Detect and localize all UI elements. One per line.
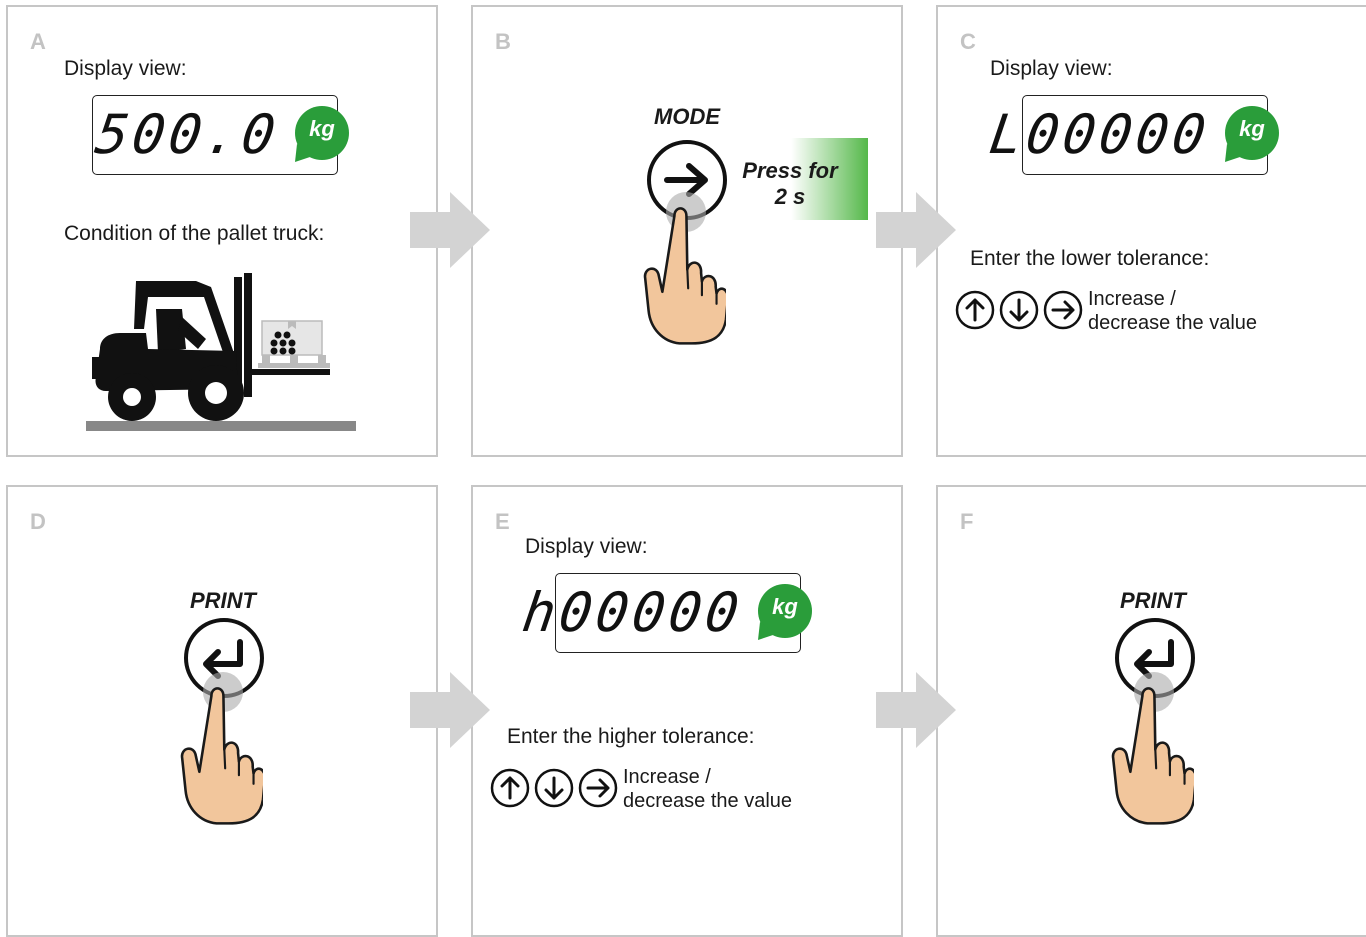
flow-arrow-icon: [876, 672, 956, 748]
unit-label: kg: [293, 116, 351, 142]
hint-line-2: decrease the value: [623, 789, 792, 813]
display-caption: Display view:: [990, 57, 1113, 81]
pointing-finger-icon: [1108, 670, 1194, 834]
panel-label: A: [30, 29, 46, 55]
press-line-1: Press for: [740, 158, 840, 184]
right-arrow-key-icon[interactable]: [1042, 289, 1084, 331]
print-key-label: PRINT: [1106, 588, 1200, 614]
hint-text: Increase / decrease the value: [623, 765, 792, 813]
flow-arrow-icon: [410, 672, 490, 748]
panel-label: D: [30, 509, 46, 535]
scale-display: 500.0 kg: [92, 95, 338, 175]
hint-line-1: Increase /: [1088, 287, 1257, 311]
right-arrow-key-icon[interactable]: [577, 767, 619, 809]
mode-key-label: MODE: [640, 104, 734, 130]
display-value: L00000: [985, 102, 1213, 168]
up-arrow-key-icon[interactable]: [954, 289, 996, 331]
scale-display: h00000 kg: [555, 573, 801, 653]
press-duration-text: Press for 2 s: [740, 158, 840, 210]
condition-caption: Condition of the pallet truck:: [64, 222, 324, 246]
down-arrow-key-icon[interactable]: [533, 767, 575, 809]
panel-label: C: [960, 29, 976, 55]
kg-speech-bubble-icon: kg: [756, 582, 814, 640]
print-key-label: PRINT: [176, 588, 270, 614]
panel-label: F: [960, 509, 973, 535]
flow-arrow-icon: [876, 192, 956, 268]
pointing-finger-icon: [640, 190, 726, 354]
unit-label: kg: [1223, 116, 1281, 142]
display-caption: Display view:: [64, 57, 187, 81]
press-line-2: 2 s: [740, 184, 840, 210]
pointing-finger-icon: [177, 670, 263, 834]
flow-arrow-icon: [410, 192, 490, 268]
panel-e: E Display view: h00000 kg Enter the high…: [471, 485, 903, 937]
forklift-icon: [86, 269, 361, 434]
display-caption: Display view:: [525, 535, 648, 559]
panel-a: A Display view: 500.0 kg Condition of th…: [6, 5, 438, 457]
unit-label: kg: [756, 594, 814, 620]
instruction-text: Enter the higher tolerance:: [507, 725, 755, 749]
hint-line-2: decrease the value: [1088, 311, 1257, 335]
panel-label: E: [495, 509, 510, 535]
up-arrow-key-icon[interactable]: [489, 767, 531, 809]
instruction-text: Enter the lower tolerance:: [970, 247, 1209, 271]
kg-speech-bubble-icon: kg: [1223, 104, 1281, 162]
scale-display: L00000 kg: [1022, 95, 1268, 175]
display-value: 500.0: [92, 102, 284, 168]
hint-text: Increase / decrease the value: [1088, 287, 1257, 335]
panel-label: B: [495, 29, 511, 55]
panel-c: C Display view: L00000 kg Enter the lowe…: [936, 5, 1366, 457]
display-value: h00000: [518, 580, 746, 646]
kg-speech-bubble-icon: kg: [293, 104, 351, 162]
down-arrow-key-icon[interactable]: [998, 289, 1040, 331]
hint-line-1: Increase /: [623, 765, 792, 789]
